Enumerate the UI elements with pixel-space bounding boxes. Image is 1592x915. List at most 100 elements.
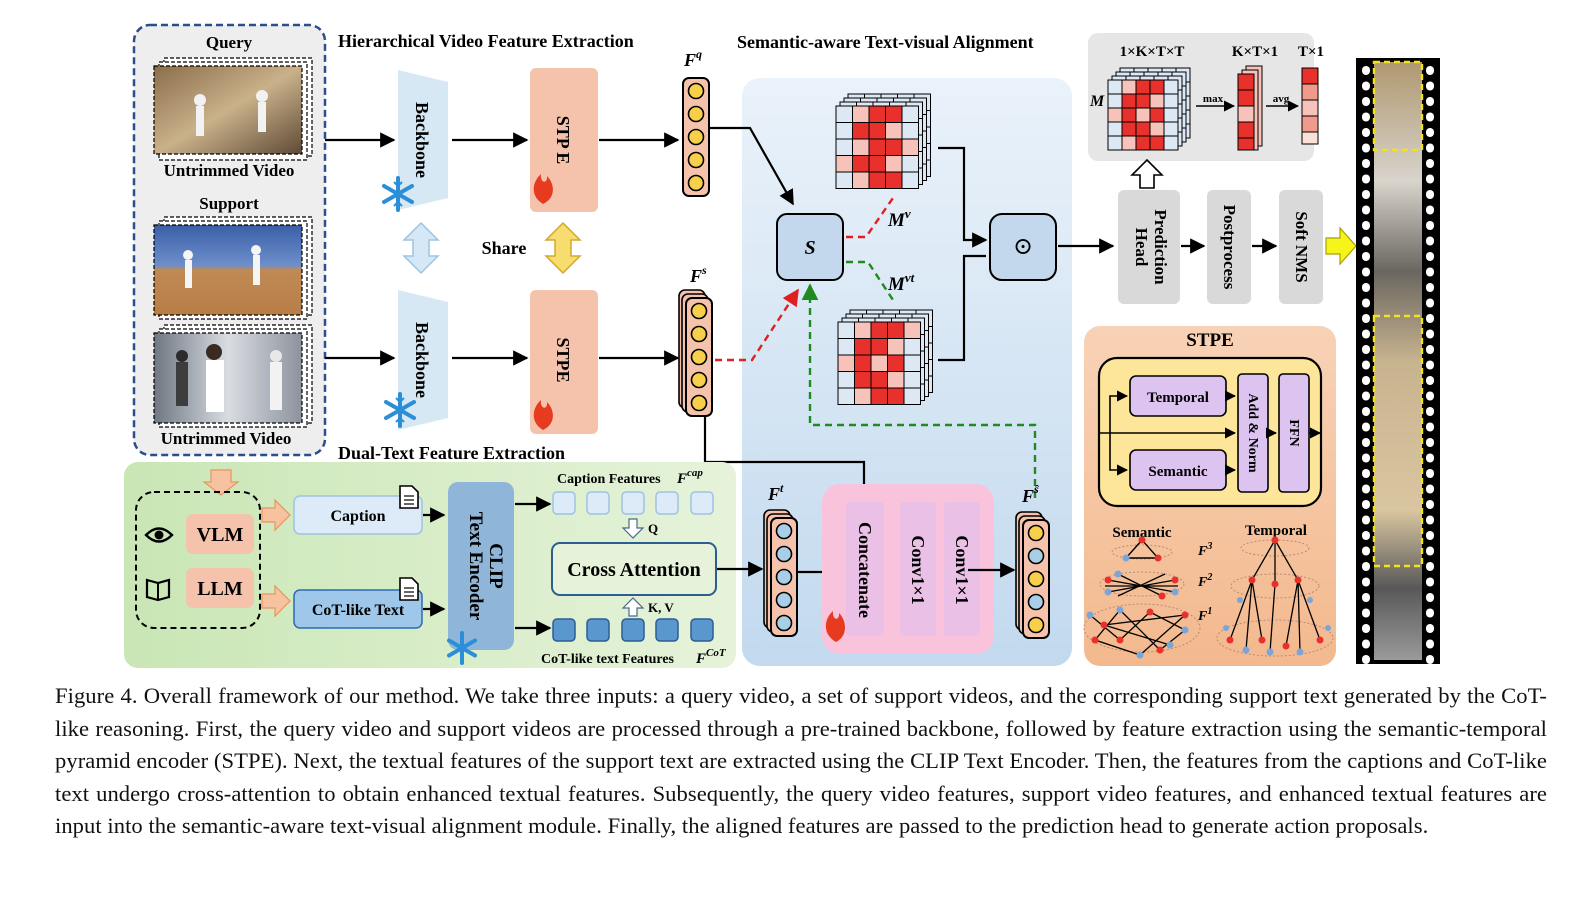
ffn-label: FFN [1286,419,1301,446]
stpe-bottom-label: STPE [553,337,573,382]
mvt-label: Mvt [887,270,915,295]
f1-label: F1 [1197,606,1212,624]
down-arrow-to-text [202,469,240,496]
cot-text-label: CoT-like Text [312,602,405,619]
max-reduced-column [1237,65,1263,151]
add-norm-label: Add & Norm [1245,393,1260,473]
book-icon [145,578,171,602]
cot-feature-tokens [552,618,714,642]
pyramid-temporal-label: Temporal [1245,523,1307,539]
support-label: Support [199,194,259,213]
untrimmed-video-label-bottom: Untrimmed Video [161,429,292,448]
prediction-head-box [1118,190,1180,304]
caption-label: Caption [330,508,385,525]
alignment-title: Semantic-aware Text-visual Alignment [737,32,1034,52]
fshat-label: Fŝ [1021,482,1039,506]
clip-label-1: CLIP [485,543,506,589]
vlm-llm-group [135,491,261,629]
caption-box [293,495,423,535]
backbone-bottom-label: Backbone [412,322,432,398]
caption-feature-tokens [552,491,714,515]
heatmap-mv [835,93,931,189]
stpe-bottom: STPE [530,290,598,434]
llm-label: LLM [197,578,243,600]
dot-product-label: ⊙ [1013,234,1033,260]
conv1-box [900,502,936,636]
query-video-thumbnail [153,57,313,161]
dim-kxt1-label: K×T×1 [1232,44,1278,60]
kv-arrow [621,597,645,617]
document-icon [399,577,419,601]
fcot-label: FCoT [695,647,727,667]
heatmap-mvt [837,309,933,405]
postprocess-box [1207,190,1251,304]
backbone-top: Backbone [398,70,448,210]
proposal-highlight-2 [1372,314,1424,568]
q-label: Q [648,521,658,536]
mv-label: Mv [887,206,911,231]
llm-to-cot-arrow [261,584,291,618]
semantic-pyramid-graph [1083,536,1201,659]
eye-icon [144,527,174,543]
fs-label: Fs [689,263,707,286]
text-feature-column [763,509,798,637]
hierarchical-extraction-title: Hierarchical Video Feature Extraction [338,31,634,51]
llm-box [186,568,254,608]
output-arrow [1325,226,1357,266]
f2-label: F2 [1197,572,1212,590]
stpe-top: STP E [530,68,598,212]
snowflake-icon [382,176,414,212]
clip-text-encoder [448,482,514,650]
backbone-share-arrow [402,221,440,275]
flame-icon [825,611,846,642]
flame-icon [533,400,553,430]
avg-label: avg [1273,93,1290,105]
fcap-label: Fcap [676,467,703,487]
similarity-label: S [804,237,815,259]
up-arrow-to-panel [1130,158,1164,189]
ft-label: Ft [767,481,784,504]
m-label: M [1089,93,1105,110]
concatenate-label: Concatenate [855,522,875,618]
prediction-head-label-2: Head [1132,228,1151,267]
clip-label-2: Text Encoder [465,512,486,621]
support-feature-column [678,289,713,417]
temporal-label: Temporal [1147,390,1209,406]
stpe-share-arrow [544,221,582,275]
stpe-detail-title: STPE [1186,330,1234,351]
stpe-top-label: STP E [553,116,573,165]
cot-text-box [293,589,423,629]
fused-support-feature-column [1015,511,1050,639]
backbone-bottom: Backbone [398,290,448,430]
caption-features-label: Caption Features [557,472,661,487]
dual-text-title: Dual-Text Feature Extraction [338,443,565,463]
snowflake-icon [447,631,477,665]
vlm-box [186,514,254,554]
figure-caption: Figure 4. Overall framework of our metho… [55,683,1547,838]
support-video-thumbnail-2 [153,324,313,428]
dot-product-node [989,213,1057,281]
share-label: Share [482,238,527,258]
soft-nms-box [1279,190,1323,304]
prediction-head-label-1: Prediction [1151,209,1170,285]
conv2-box [944,502,980,636]
cross-attention-box [551,542,717,596]
snowflake-icon [384,392,416,428]
aggregation-heatmap [1107,67,1191,151]
dim-tx1-label: T×1 [1298,44,1324,60]
query-feature-column [682,77,710,197]
temporal-pyramid-graph [1216,536,1334,657]
framework-diagram: Hierarchical Video Feature Extraction Se… [124,23,1440,668]
output-film-strip [1356,58,1440,664]
pyramid-semantic-label: Semantic [1112,525,1172,541]
untrimmed-video-label-top: Untrimmed Video [164,161,295,180]
avg-reduced-column [1301,67,1319,145]
kv-label: K, V [648,600,674,615]
cot-features-label: CoT-like text Features [541,652,675,667]
q-arrow [621,518,645,539]
conv1-label: Conv1×1 [908,535,928,604]
f3-label: F3 [1197,541,1212,559]
conv2-label: Conv1×1 [952,535,972,604]
vlm-label: VLM [197,524,244,546]
fq-label: Fq [683,47,702,70]
